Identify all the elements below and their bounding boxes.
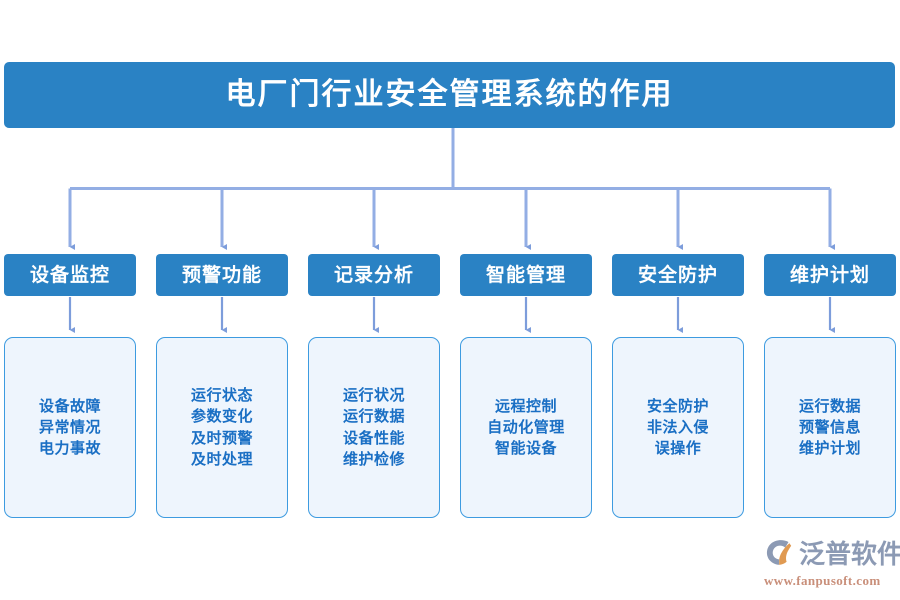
logo-url: www.fanpusoft.com — [764, 573, 881, 588]
column-body-line: 异常情况 — [38, 418, 101, 436]
column-body-line: 智能设备 — [494, 440, 557, 458]
column-body-box-3: 运行状况 运行数据 设备性能 维护检修 — [308, 337, 440, 518]
column-header-label-2: 预警功能 — [181, 264, 262, 286]
diagram-column-6: 维护计划 运行数据 预警信息 维护计划 — [764, 254, 896, 518]
watermark-logo: 泛普软件 www.fanpusoft.com — [762, 536, 900, 592]
column-body-line: 误操作 — [654, 440, 702, 458]
column-body-box-2: 运行状态 参数变化 及时预警 及时处理 — [156, 337, 288, 518]
column-body-line: 非法入侵 — [646, 418, 709, 436]
column-body-line: 运行数据 — [342, 408, 405, 426]
column-body-line: 预警信息 — [798, 418, 861, 436]
column-body-line: 设备故障 — [38, 397, 101, 415]
column-header-label-4: 智能管理 — [485, 264, 566, 286]
column-body-line: 维护计划 — [798, 440, 861, 458]
column-body-line: 设备性能 — [342, 429, 405, 447]
column-body-line: 运行状况 — [342, 386, 405, 404]
diagram-column-4: 智能管理 远程控制 自动化管理 智能设备 — [460, 254, 592, 518]
logo-row: 泛普软件 — [762, 536, 900, 572]
column-body-line: 及时预警 — [190, 429, 253, 447]
diagram-column-3: 记录分析 运行状况 运行数据 设备性能 维护检修 — [308, 254, 440, 518]
column-body-box-1: 设备故障 异常情况 电力事故 — [4, 337, 136, 518]
column-header-box-5[interactable]: 安全防护 — [612, 254, 744, 296]
diagram-column-2: 预警功能 运行状态 参数变化 及时预警 及时处理 — [156, 254, 288, 518]
logo-name: 泛普软件 — [799, 539, 900, 569]
column-body-line: 运行数据 — [798, 397, 861, 415]
column-header-box-6[interactable]: 维护计划 — [764, 254, 896, 296]
column-body-line: 运行状态 — [190, 386, 253, 404]
diagram-column-1: 设备监控 设备故障 异常情况 电力事故 — [4, 254, 136, 518]
diagram-column-5: 安全防护 安全防护 非法入侵 误操作 — [612, 254, 744, 518]
column-body-line: 维护检修 — [342, 450, 405, 468]
diagram-title-banner: 电厂门行业安全管理系统的作用 — [4, 62, 895, 128]
column-body-box-4: 远程控制 自动化管理 智能设备 — [460, 337, 592, 518]
column-body-line: 自动化管理 — [487, 418, 565, 436]
column-header-label-1: 设备监控 — [29, 264, 110, 286]
column-header-label-3: 记录分析 — [333, 264, 414, 286]
column-header-box-2[interactable]: 预警功能 — [156, 254, 288, 296]
column-body-line: 电力事故 — [38, 440, 101, 458]
column-body-line: 远程控制 — [494, 397, 557, 415]
column-header-box-1[interactable]: 设备监控 — [4, 254, 136, 296]
fanpu-c-arc-logo-icon — [766, 540, 792, 565]
column-header-label-6: 维护计划 — [789, 264, 870, 286]
page-title: 电厂门行业安全管理系统的作用 — [225, 78, 674, 111]
column-header-box-3[interactable]: 记录分析 — [308, 254, 440, 296]
column-header-box-4[interactable]: 智能管理 — [460, 254, 592, 296]
column-body-line: 参数变化 — [190, 408, 253, 426]
column-body-line: 安全防护 — [646, 397, 709, 415]
column-body-box-5: 安全防护 非法入侵 误操作 — [612, 337, 744, 518]
column-body-box-6: 运行数据 预警信息 维护计划 — [764, 337, 896, 518]
column-header-label-5: 安全防护 — [637, 264, 718, 286]
column-body-line: 及时处理 — [190, 450, 253, 468]
